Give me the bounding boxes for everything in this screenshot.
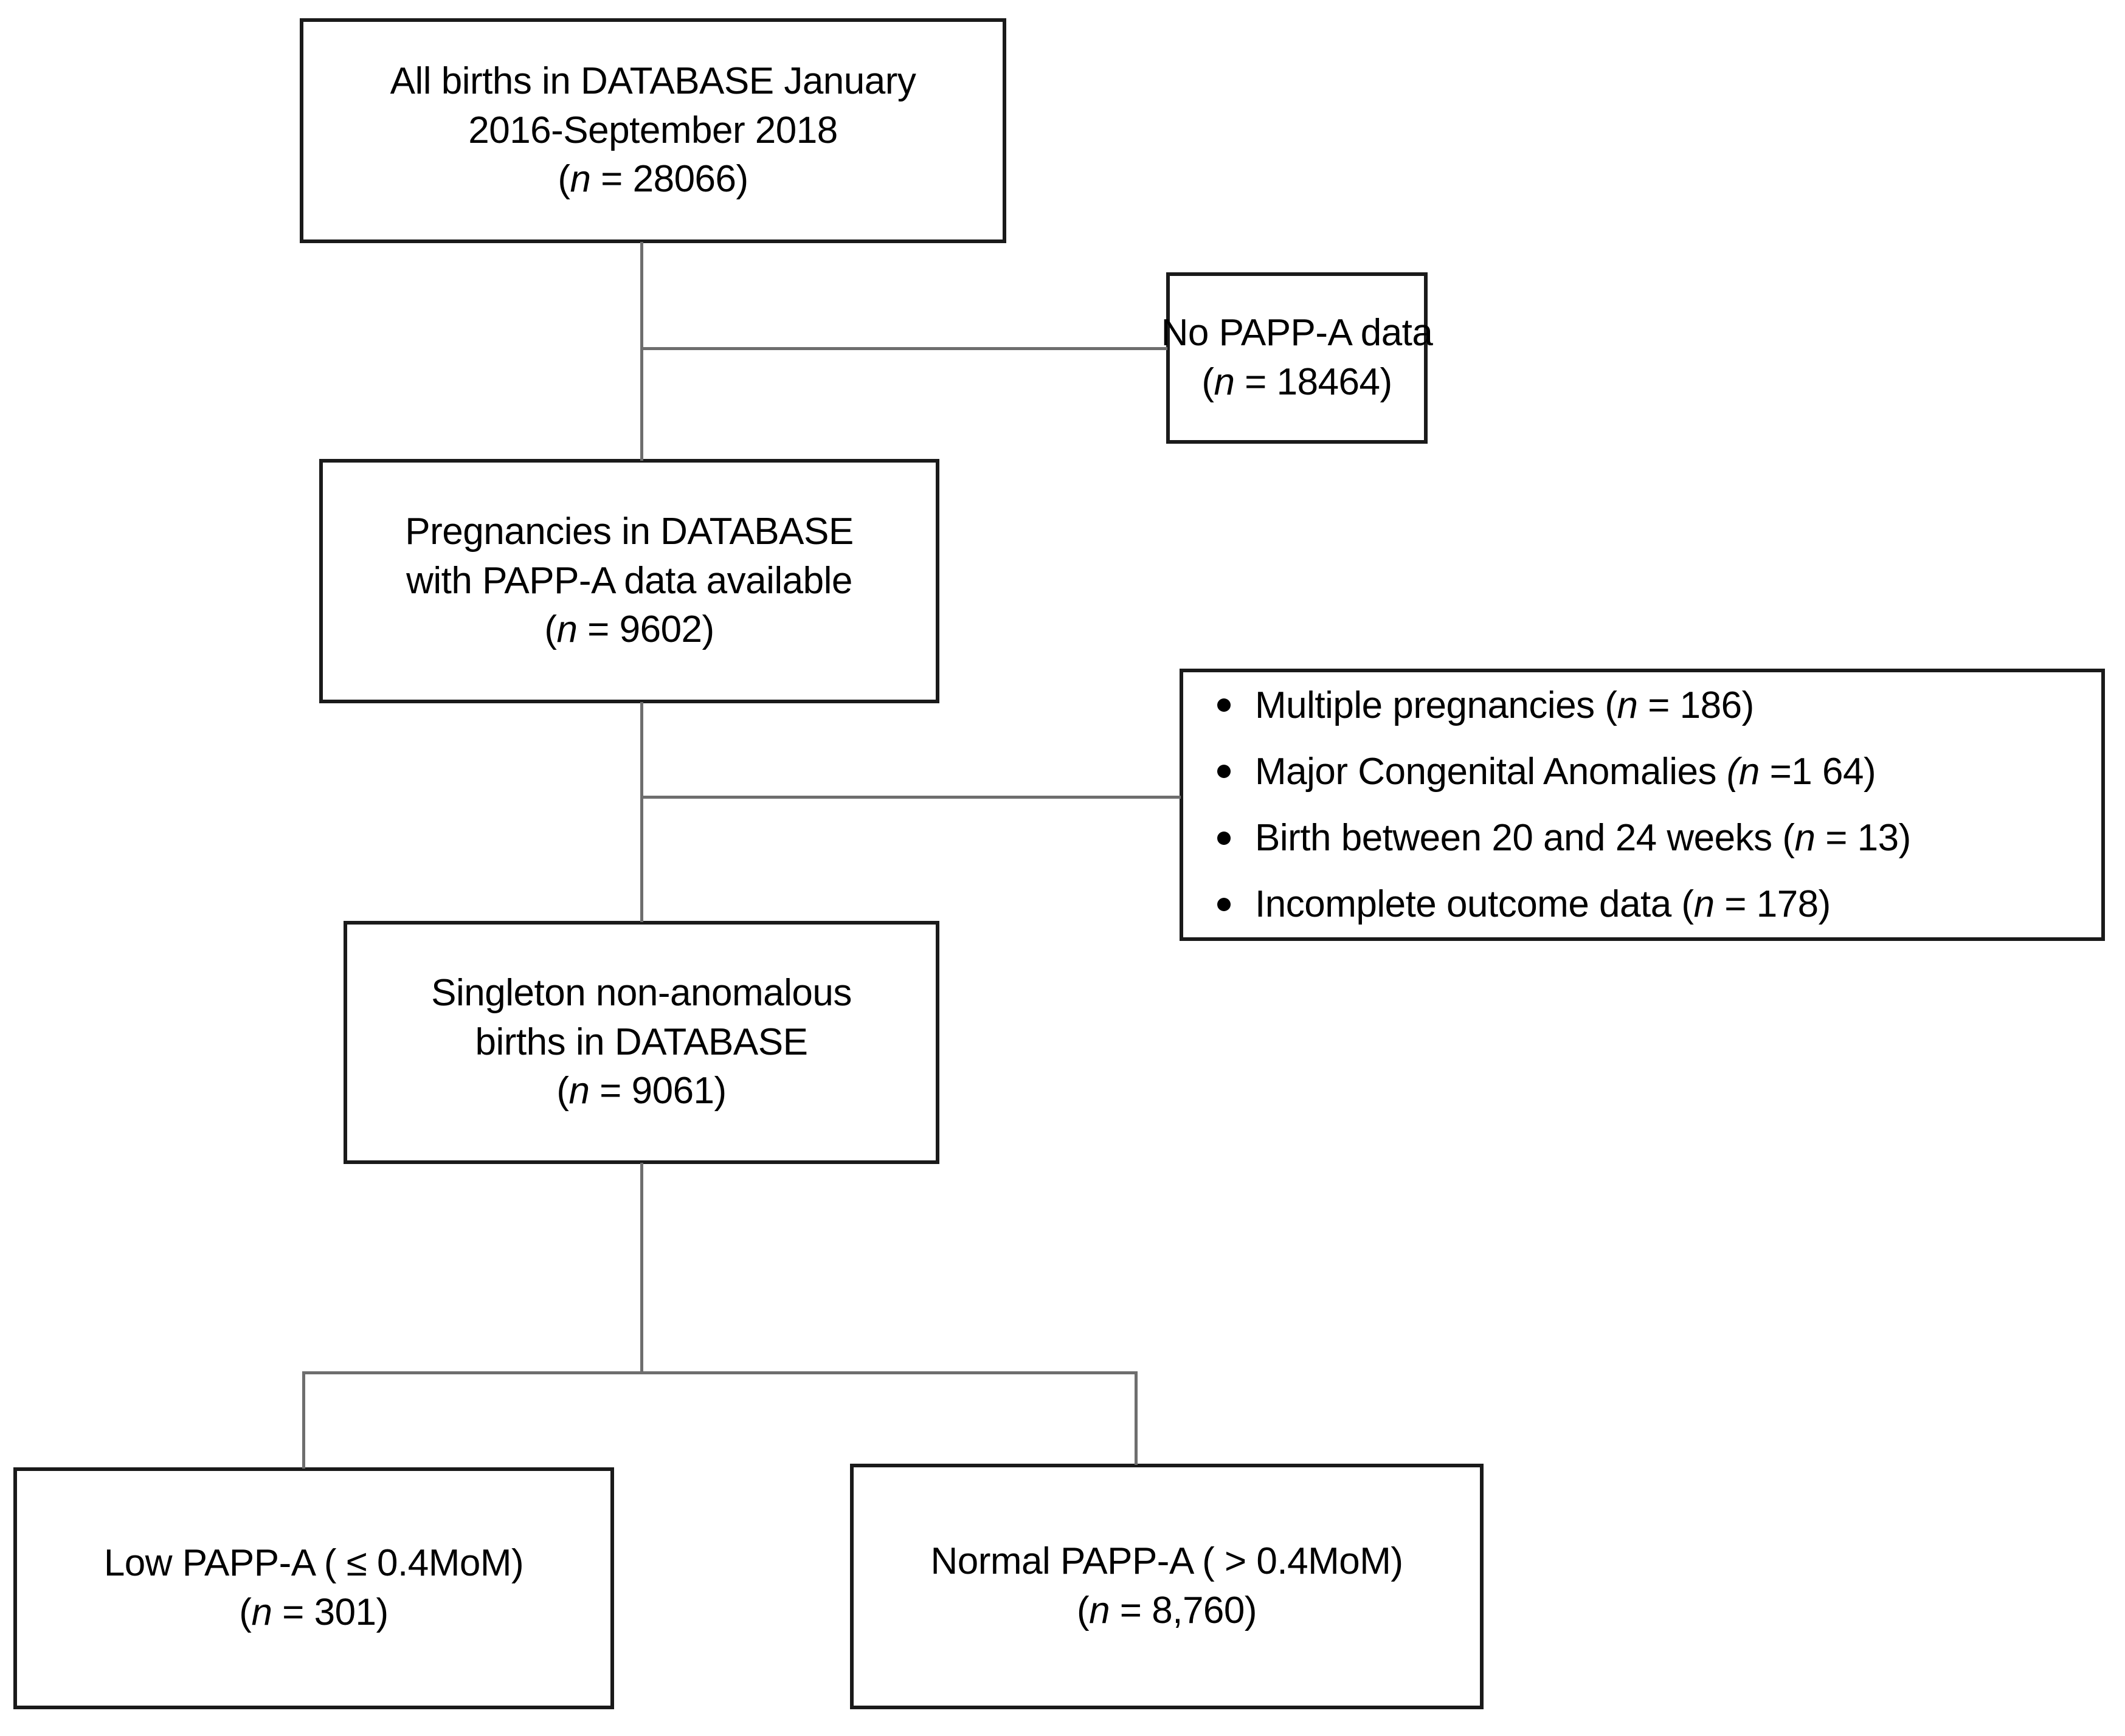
list-item: Birth between 20 and 24 weeks (n = 13)	[1217, 817, 2101, 859]
node-singleton-count: (n = 9061)	[556, 1067, 727, 1116]
n-value: = 186)	[1637, 684, 1754, 726]
n-symbol: n	[570, 158, 591, 201]
node-all-births-count: (n = 28066)	[558, 155, 748, 204]
node-normal-pappa-line1: Normal PAPP-A ( > 0.4MoM)	[930, 1540, 1403, 1583]
bullet-icon	[1217, 698, 1231, 712]
node-pregnancies-with-pappa: Pregnancies in DATABASE with PAPP-A data…	[319, 459, 939, 703]
bullet-icon	[1217, 831, 1231, 845]
node-no-pappa-line1: No PAPP-A data	[1161, 312, 1433, 354]
n-value: =1 64)	[1759, 750, 1876, 793]
paren-open: (	[1201, 361, 1214, 403]
n-symbol: n	[1214, 361, 1235, 403]
node-no-pappa-count: (n = 18464)	[1201, 358, 1392, 407]
list-item: Multiple pregnancies (n = 186)	[1217, 684, 2101, 726]
n-symbol: n	[1617, 684, 1638, 726]
node-all-births: All births in DATABASE January 2016-Sept…	[300, 18, 1006, 243]
paren-open: (	[1076, 1590, 1090, 1631]
list-item: Incomplete outcome data (n = 178)	[1217, 883, 2101, 926]
node-exclusions: Multiple pregnancies (n = 186) Major Con…	[1180, 669, 2105, 941]
node-pregnancies-line2: with PAPP-A data available	[406, 559, 852, 602]
node-low-pappa-count: (n = 301)	[239, 1588, 389, 1638]
node-pregnancies-count: (n = 9602)	[544, 605, 714, 655]
node-all-births-line2: 2016-September 2018	[468, 109, 838, 151]
n-symbol: n	[1089, 1590, 1110, 1631]
node-singleton-line1: Singleton non-anomalous	[431, 972, 852, 1014]
node-singleton-line2: births in DATABASE	[475, 1021, 808, 1063]
node-normal-pappa: Normal PAPP-A ( > 0.4MoM) (n = 8,760)	[850, 1464, 1484, 1709]
node-all-births-line1: All births in DATABASE January	[390, 60, 916, 103]
list-item: Major Congenital Anomalies (n =1 64)	[1217, 750, 2101, 793]
exclusion-label: Major Congenital Anomalies	[1255, 750, 1727, 793]
n-value: = 9061)	[589, 1070, 727, 1112]
n-symbol: (n	[1726, 750, 1760, 793]
n-value: = 18464)	[1234, 361, 1392, 403]
exclusion-label: Multiple pregnancies (	[1255, 684, 1617, 726]
node-pregnancies-line1: Pregnancies in DATABASE	[405, 511, 854, 553]
node-normal-pappa-count: (n = 8,760)	[1077, 1586, 1257, 1636]
bullet-icon	[1217, 765, 1231, 779]
node-low-pappa: Low PAPP-A ( ≤ 0.4MoM) (n = 301)	[13, 1467, 614, 1709]
node-singleton-non-anomalous: Singleton non-anomalous births in DATABA…	[344, 921, 939, 1164]
n-symbol: n	[568, 1070, 590, 1112]
n-value: = 28066)	[590, 158, 748, 201]
connector-split-to-normal-pappa	[1135, 1371, 1138, 1465]
n-value: = 8,760)	[1110, 1590, 1257, 1631]
n-value: = 13)	[1815, 817, 1911, 859]
paren-open: (	[544, 608, 557, 651]
connector-split-to-low-pappa	[302, 1371, 305, 1469]
n-value: = 178)	[1714, 883, 1831, 926]
connector-all-births-to-pregnancies	[640, 242, 643, 461]
n-value: = 301)	[272, 1591, 389, 1633]
connector-to-no-pappa-data	[640, 347, 1167, 350]
n-symbol: n	[556, 608, 578, 651]
n-symbol: n	[1794, 817, 1816, 859]
connector-pregnancies-to-singleton	[640, 702, 643, 922]
paren-open: (	[558, 158, 570, 201]
n-symbol: n	[1693, 883, 1715, 926]
exclusion-label: Incomplete outcome data (	[1255, 883, 1694, 926]
paren-open: (	[556, 1070, 569, 1112]
paren-open: (	[239, 1591, 252, 1633]
n-value: = 9602)	[577, 608, 714, 651]
exclusion-label: Birth between 20 and 24 weeks (	[1255, 817, 1795, 859]
connector-split-bar	[302, 1371, 1138, 1374]
exclusions-list: Multiple pregnancies (n = 186) Major Con…	[1183, 686, 2101, 924]
bullet-icon	[1217, 897, 1231, 911]
n-symbol: n	[251, 1591, 272, 1633]
node-no-pappa-data: No PAPP-A data (n = 18464)	[1161, 272, 1433, 444]
node-low-pappa-line1: Low PAPP-A ( ≤ 0.4MoM)	[103, 1542, 524, 1585]
connector-singleton-to-split	[640, 1163, 643, 1374]
connector-to-exclusions	[640, 796, 1181, 799]
